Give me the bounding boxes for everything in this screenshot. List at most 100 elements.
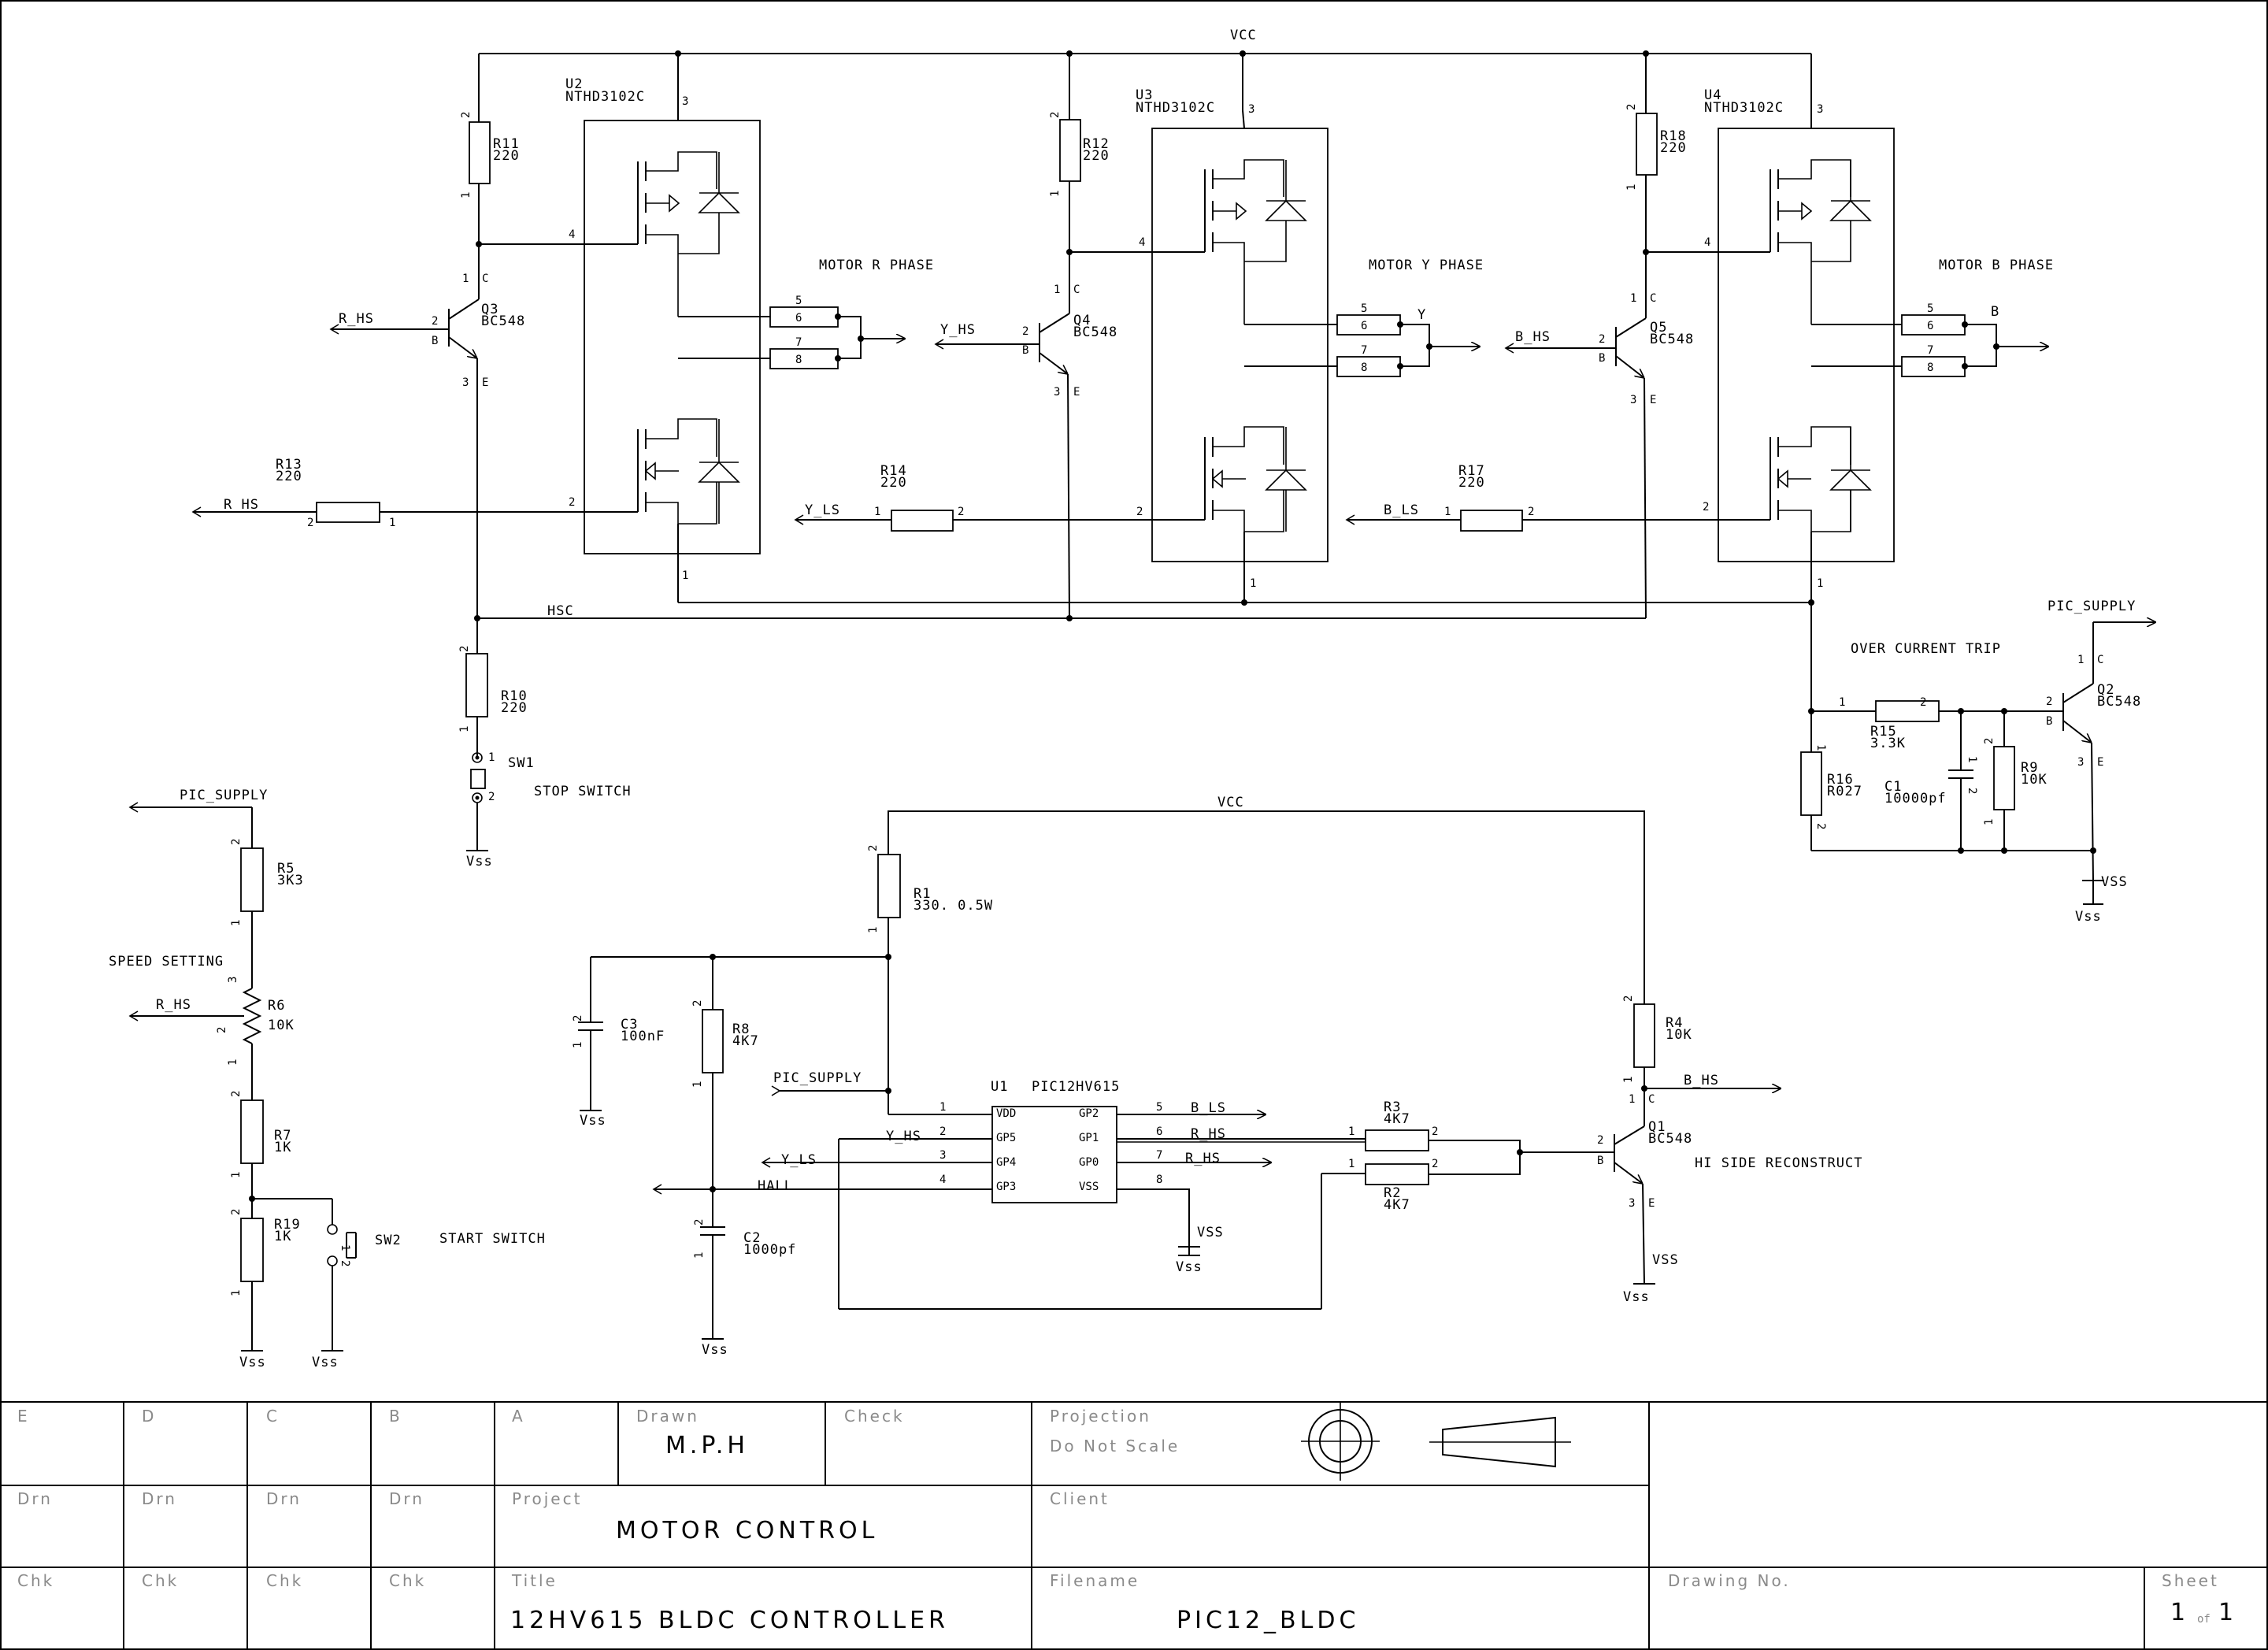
resistor-r15 <box>1875 700 1940 722</box>
svg-text:1: 1 <box>1625 184 1638 191</box>
r14-ref: R14 <box>880 463 907 479</box>
drn-3: Drn <box>266 1489 302 1508</box>
title-label: Title <box>511 1571 558 1590</box>
u2-part: NTHD3102C <box>565 89 645 105</box>
rev-col-e: E <box>17 1407 30 1426</box>
speed-setting-label: SPEED SETTING <box>109 954 224 970</box>
r11-value: 220 <box>493 148 520 164</box>
r10-value: 220 <box>501 700 528 716</box>
r18-value: 220 <box>1660 140 1687 156</box>
r5-value: 3K3 <box>277 873 304 888</box>
q1-ref: Q1 <box>1648 1119 1666 1135</box>
drawing-no-label: Drawing No. <box>1668 1571 1791 1590</box>
r19-value: 1K <box>274 1229 291 1244</box>
resistor-r7 <box>240 1099 264 1164</box>
svg-text:8: 8 <box>1361 362 1367 374</box>
q5-input-label: B_HS <box>1515 329 1551 345</box>
r3-value: 4K7 <box>1384 1111 1410 1127</box>
vcc-label: VCC <box>1230 28 1257 43</box>
resistor-r17 <box>1460 510 1523 532</box>
drawn-label: Drawn <box>636 1407 699 1426</box>
r6-value: 10K <box>268 1018 295 1033</box>
svg-text:2: 2 <box>1022 325 1028 338</box>
u1-gp2-label: B_LS <box>1191 1100 1226 1116</box>
q1-vss-label: VSS <box>1652 1252 1679 1268</box>
svg-text:2: 2 <box>2046 695 2052 708</box>
svg-text:1: 1 <box>682 569 688 582</box>
svg-text:1: 1 <box>1630 292 1636 305</box>
svg-text:4: 4 <box>1704 236 1710 249</box>
vss-label-sw2: Vss <box>312 1355 339 1370</box>
q4-input-label: Y_HS <box>940 322 976 338</box>
vss-label-q1: Vss <box>1623 1289 1650 1305</box>
r15-value: 3.3K <box>1870 736 1906 751</box>
r19-ref: R19 <box>274 1217 301 1233</box>
svg-text:2: 2 <box>958 506 964 518</box>
r13-value: 220 <box>276 469 302 484</box>
svg-text:3: 3 <box>462 376 469 389</box>
q3-ref: Q3 <box>481 302 498 317</box>
svg-text:C: C <box>482 273 488 285</box>
svg-text:5: 5 <box>1156 1101 1162 1114</box>
svg-text:1: 1 <box>1250 577 1256 590</box>
resistor-r19 <box>240 1218 264 1282</box>
vss-label-sw1: Vss <box>466 854 493 869</box>
svg-text:7: 7 <box>1156 1149 1162 1162</box>
svg-text:2: 2 <box>1625 104 1638 110</box>
svg-text:1: 1 <box>389 517 395 529</box>
r1-ref: R1 <box>914 886 931 902</box>
svg-text:1: 1 <box>460 192 472 198</box>
svg-text:1: 1 <box>230 1290 243 1296</box>
svg-text:2: 2 <box>1920 696 1926 709</box>
u2-ref: U2 <box>565 76 583 92</box>
ic-u3: U3 NTHD3102C 3 1 56 78 <box>1136 54 1483 603</box>
r7-ref: R7 <box>274 1128 291 1144</box>
vss-label-q2: VSS <box>2101 874 2128 890</box>
svg-text:4: 4 <box>939 1174 946 1186</box>
svg-text:1: 1 <box>691 1081 704 1088</box>
svg-text:3: 3 <box>1054 386 1060 399</box>
svg-text:1: 1 <box>874 506 880 518</box>
svg-text:4: 4 <box>1139 236 1145 249</box>
u3-part: NTHD3102C <box>1136 100 1215 116</box>
stop-switch-label: STOP SWITCH <box>534 784 632 799</box>
resistor-r2 <box>1365 1163 1429 1185</box>
svg-text:2: 2 <box>1432 1158 1438 1170</box>
q1-part: BC548 <box>1648 1131 1692 1147</box>
check-label: Check <box>844 1407 905 1426</box>
u1-gp0-label: R_HS <box>1185 1151 1221 1166</box>
svg-text:5: 5 <box>1927 302 1933 315</box>
u1-pin-vdd: VDD <box>996 1107 1016 1120</box>
drn-1: Drn <box>17 1489 53 1508</box>
resistor-r11 <box>469 121 491 184</box>
vss-label-r19: Vss <box>239 1355 266 1370</box>
svg-text:3: 3 <box>227 977 239 983</box>
u1-pin-gp3: GP3 <box>996 1181 1016 1193</box>
hsc-label: HSC <box>547 603 574 619</box>
svg-text:2: 2 <box>691 1000 704 1007</box>
svg-text:2: 2 <box>460 112 472 118</box>
r4-ref: R4 <box>1666 1015 1683 1031</box>
stop-switch-section: 2 1 R10 220 12 SW1 STOP SWITCH Vss <box>458 618 632 869</box>
sw2-ref: SW2 <box>375 1233 402 1248</box>
svg-text:2: 2 <box>1814 823 1827 829</box>
projection-label: Projection <box>1050 1407 1151 1426</box>
svg-text:1: 1 <box>1622 1077 1635 1083</box>
r1-value: 330. 0.5W <box>914 898 993 914</box>
r6-wiper-label: R_HS <box>156 997 191 1013</box>
svg-text:E: E <box>1648 1197 1655 1210</box>
resistor-r18 <box>1636 113 1658 176</box>
sheet-of: of <box>2197 1613 2211 1626</box>
svg-text:B: B <box>432 335 438 347</box>
hsc-rail: HSC <box>474 559 1814 621</box>
svg-text:3: 3 <box>2077 756 2084 769</box>
svg-text:1: 1 <box>227 1059 239 1066</box>
svg-text:2: 2 <box>230 1091 243 1097</box>
svg-text:1: 1 <box>1348 1158 1354 1170</box>
resistor-r10 <box>465 653 488 717</box>
switch-sw1 <box>470 769 486 789</box>
svg-text:1: 1 <box>1049 191 1062 197</box>
svg-text:1: 1 <box>230 1172 243 1178</box>
